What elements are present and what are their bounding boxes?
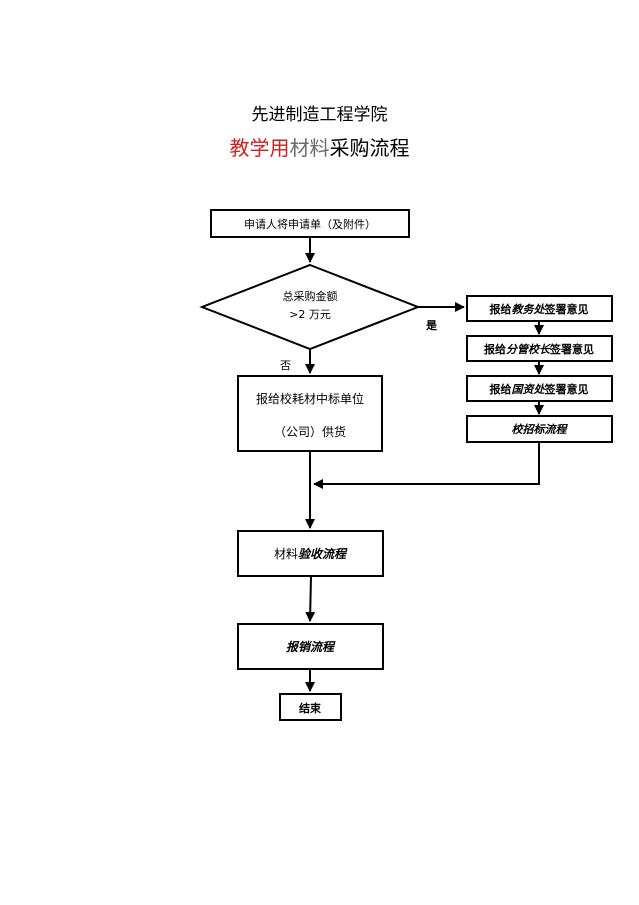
no-label: 否 — [280, 359, 291, 372]
title-part-teaching: 教学用 — [229, 136, 290, 160]
tender-box — [466, 415, 613, 443]
asset-office-label: 报给国资处签署意见 — [490, 382, 589, 396]
institution-title: 先进制造工程学院 — [251, 105, 388, 125]
tender-label: 校招标流程 — [512, 423, 569, 436]
dean-office-label: 报给教务处签署意见 — [490, 302, 589, 316]
supplier-line1: 报给校耗材中标单位 — [256, 391, 364, 406]
title-part-procurement: 采购流程 — [329, 136, 410, 160]
page-title: 教学用材料采购流程 — [0, 132, 639, 161]
arrow-acceptance-to-reimburse — [305, 575, 316, 622]
apply-label: 申请人将申请单（及附件） — [244, 217, 376, 231]
yes-label: 是 — [425, 319, 438, 332]
reimburse-label: 报销流程 — [286, 640, 336, 654]
decision-diamond — [199, 263, 421, 351]
end-box — [279, 693, 342, 721]
supplier-box — [237, 375, 383, 452]
vice-president-label: 报给分管校长签署意见 — [484, 342, 594, 356]
dean-office-box — [466, 295, 613, 322]
acceptance-label: 材料验收流程 — [274, 547, 348, 561]
decision-line2: >2 万元 — [289, 308, 331, 321]
arrow-tender-merge — [313, 442, 540, 489]
reimburse-box — [237, 623, 384, 670]
asset-office-box — [466, 375, 613, 402]
supplier-line2: （公司）供货 — [274, 424, 346, 439]
apply-box — [210, 209, 410, 238]
vice-president-box — [466, 335, 613, 362]
end-label: 结束 — [298, 701, 322, 715]
title-part-materials: 材料 — [289, 136, 330, 160]
decision-line1: 总采购金额 — [283, 289, 338, 303]
